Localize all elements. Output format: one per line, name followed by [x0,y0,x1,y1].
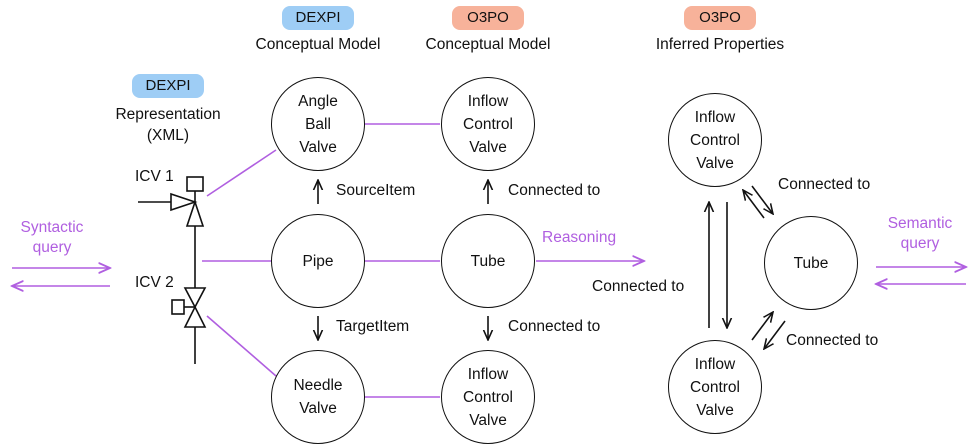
inferred-connected-top-right-label: Connected to [778,176,871,193]
inferred-connected-bottom-right-label: Connected to [786,332,879,349]
o3po-conceptual-header: Conceptual Model [425,36,551,53]
icv-symbols [138,176,207,364]
node-angle-ball-valve: Angle Ball Valve [271,77,365,171]
semantic-query-label: Semantic query [887,215,953,252]
dexpi-conceptual-badge: DEXPI [282,6,354,30]
node-inferred-inflow-top: Inflow Control Valve [668,93,762,187]
link-icv1-angle [206,149,277,197]
o3po-connected-bottom-label: Connected to [508,318,601,335]
o3po-conceptual-badge: O3PO [452,6,524,30]
inferred-bottom-right-arrow-b [764,320,786,349]
node-o3po-tube: Tube [441,214,535,308]
source-item-label: SourceItem [336,182,416,199]
dexpi-conceptual-header: Conceptual Model [255,36,381,53]
node-o3po-inflow-top: Inflow Control Valve [441,77,535,171]
node-inferred-inflow-bottom: Inflow Control Valve [668,340,762,434]
o3po-inferred-header: Inferred Properties [655,36,785,53]
node-o3po-inflow-bottom: Inflow Control Valve [441,350,535,444]
icv2-label: ICV 2 [135,274,174,291]
node-pipe: Pipe [271,214,365,308]
inferred-top-right-arrow-a [751,185,773,214]
target-item-label: TargetItem [336,318,410,335]
icv1-label: ICV 1 [135,168,174,185]
dexpi-representation-badge: DEXPI [132,74,204,98]
representation-header: Representation (XML) [115,106,221,144]
inferred-bottom-right-arrow-a [751,312,773,341]
syntactic-query-label: Syntactic query [20,219,84,256]
inferred-connected-left-label: Connected to [592,278,685,295]
link-icv2-needle [206,315,277,377]
reasoning-label: Reasoning [542,229,617,246]
o3po-connected-top-label: Connected to [508,182,601,199]
o3po-inferred-badge: O3PO [684,6,756,30]
inferred-top-right-arrow-b [743,190,765,219]
node-needle-valve: Needle Valve [271,350,365,444]
node-inferred-tube: Tube [764,216,858,310]
